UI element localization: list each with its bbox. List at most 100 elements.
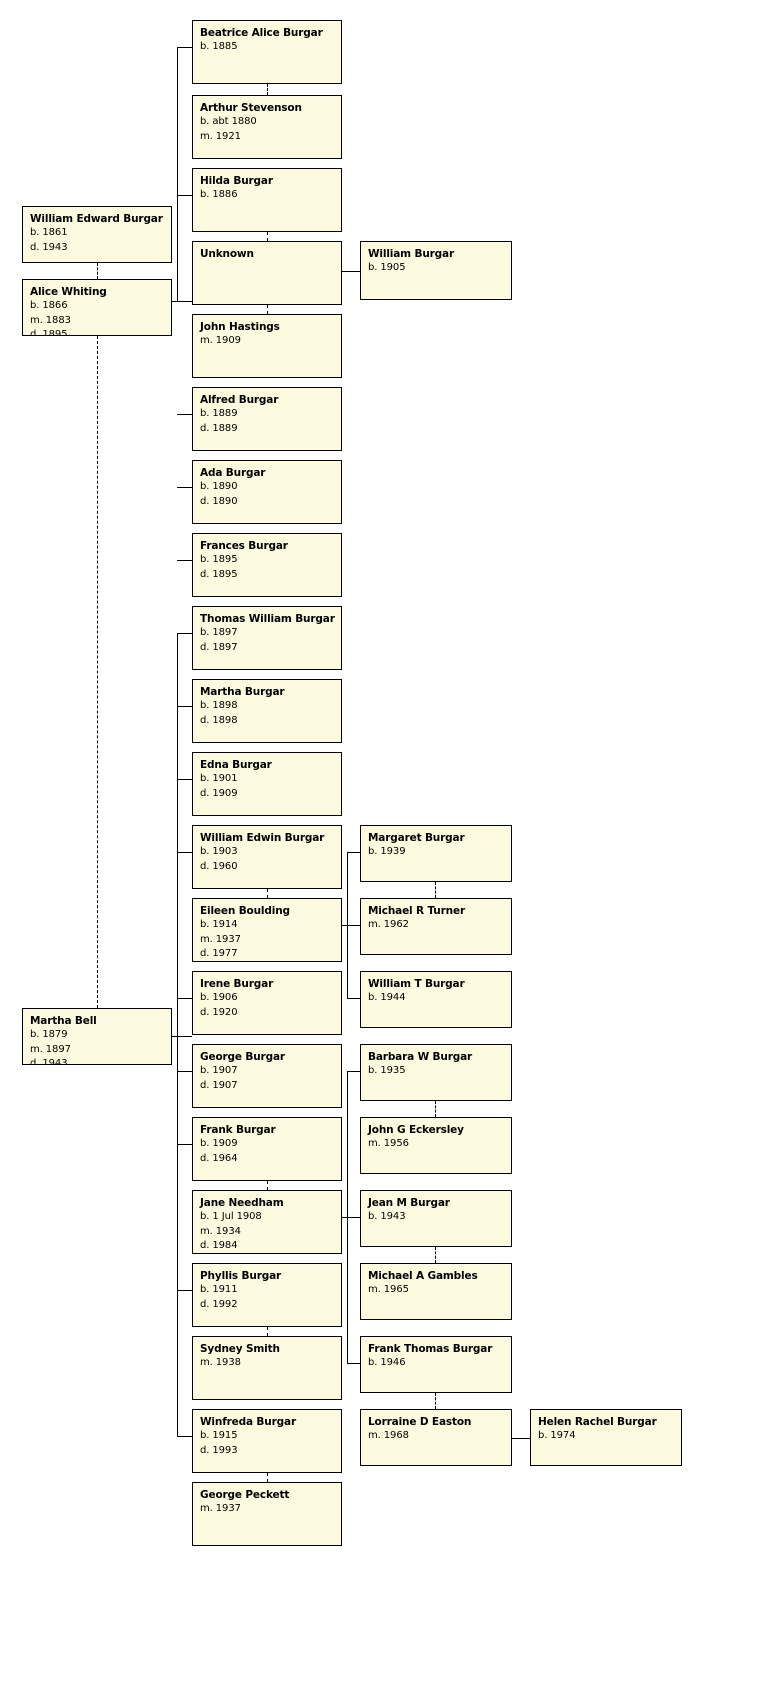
child-connector xyxy=(177,633,178,1436)
person-date: b. 1895 xyxy=(200,554,238,565)
person-date: b. 1939 xyxy=(368,846,406,857)
person-node[interactable]: Barbara W Burgar b. 1935 xyxy=(360,1044,512,1101)
person-date: b. 1866 xyxy=(30,300,68,311)
person-date: d. 1920 xyxy=(200,1006,238,1018)
child-connector xyxy=(347,852,360,853)
person-date: b. 1911 xyxy=(200,1284,238,1295)
child-connector xyxy=(177,47,192,48)
person-date: b. 1905 xyxy=(368,262,406,273)
child-connector xyxy=(177,487,192,488)
person-name: William Edwin Burgar xyxy=(200,832,325,844)
child-connector xyxy=(347,1217,360,1218)
person-date: d. 1898 xyxy=(200,714,238,726)
person-date: d. 1943 xyxy=(30,1058,68,1065)
child-connector xyxy=(177,195,192,196)
person-date: d. 1964 xyxy=(200,1152,238,1164)
person-node[interactable]: Unknown xyxy=(192,241,342,305)
person-date: b. 1943 xyxy=(368,1211,406,1222)
person-date: b. 1 Jul 1908 xyxy=(200,1211,262,1222)
person-name: George Peckett xyxy=(200,1489,290,1501)
person-name: William T Burgar xyxy=(368,978,465,990)
child-connector xyxy=(342,925,360,926)
person-date: m. 1965 xyxy=(368,1284,409,1295)
child-connector xyxy=(342,271,360,272)
person-name: Jean M Burgar xyxy=(368,1197,450,1209)
person-name: Unknown xyxy=(200,248,254,260)
child-connector xyxy=(177,1436,192,1437)
person-date: m. 1921 xyxy=(200,130,241,142)
person-name: George Burgar xyxy=(200,1051,285,1063)
person-name: Alfred Burgar xyxy=(200,394,279,406)
person-node[interactable]: William T Burgar b. 1944 xyxy=(360,971,512,1028)
person-date: m. 1937 xyxy=(200,1503,241,1514)
person-date: b. 1935 xyxy=(368,1065,406,1076)
person-node[interactable]: Margaret Burgar b. 1939 xyxy=(360,825,512,882)
person-name: Edna Burgar xyxy=(200,759,272,771)
person-node[interactable]: Frank Burgar b. 1909 d. 1964 xyxy=(192,1117,342,1181)
person-name: John G Eckersley xyxy=(368,1124,464,1136)
person-date: m. 1962 xyxy=(368,919,409,930)
person-date: m. 1934 xyxy=(200,1225,241,1237)
spouse-connector xyxy=(267,232,268,241)
person-date: d. 1993 xyxy=(200,1444,238,1456)
person-date: b. 1906 xyxy=(200,992,238,1003)
person-name: Arthur Stevenson xyxy=(200,102,302,114)
person-date: b. 1901 xyxy=(200,773,238,784)
spouse-connector xyxy=(435,1247,436,1263)
person-date: b. 1903 xyxy=(200,846,238,857)
person-name: Phyllis Burgar xyxy=(200,1270,282,1282)
spouse-connector xyxy=(97,263,98,279)
person-name: Martha Bell xyxy=(30,1015,97,1027)
person-date: b. 1897 xyxy=(200,627,238,638)
child-connector xyxy=(177,1071,192,1072)
person-name: Frank Burgar xyxy=(200,1124,276,1136)
child-connector xyxy=(347,1071,360,1072)
person-date: b. 1886 xyxy=(200,189,238,200)
spouse-connector xyxy=(435,1393,436,1409)
person-name: Barbara W Burgar xyxy=(368,1051,473,1063)
person-date: d. 1889 xyxy=(200,422,238,434)
person-date: b. 1944 xyxy=(368,992,406,1003)
person-node[interactable]: Jean M Burgar b. 1943 xyxy=(360,1190,512,1247)
child-connector xyxy=(172,1036,192,1037)
person-date: m. 1883 xyxy=(30,314,71,326)
child-connector xyxy=(347,1363,360,1364)
person-date: b. 1909 xyxy=(200,1138,238,1149)
person-node[interactable]: Phyllis Burgar b. 1911 d. 1992 xyxy=(192,1263,342,1327)
spouse-connector xyxy=(267,1181,268,1190)
person-name: Margaret Burgar xyxy=(368,832,465,844)
spouse-connector xyxy=(267,305,268,314)
person-date: d. 1907 xyxy=(200,1079,238,1091)
person-date: d. 1984 xyxy=(200,1240,238,1251)
person-date: d. 1992 xyxy=(200,1298,238,1310)
person-node[interactable]: George Peckett m. 1937 xyxy=(192,1482,342,1546)
person-name: John Hastings xyxy=(200,321,280,333)
